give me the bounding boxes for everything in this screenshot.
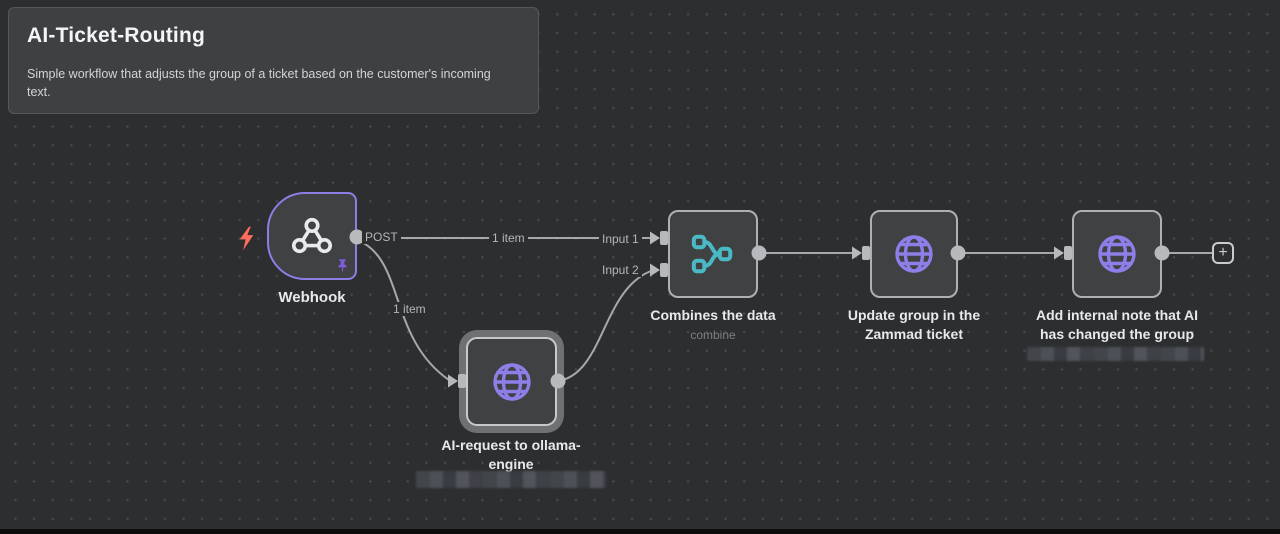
sticky-note-title: AI-Ticket-Routing	[27, 24, 206, 47]
webhook-output-method-label: POST	[362, 230, 401, 244]
node-sublabel-combine: combine	[690, 328, 736, 342]
redacted-subtitle-internal-note	[1027, 347, 1204, 361]
item-count-label-bottom: 1 item	[390, 302, 429, 316]
pin-icon	[338, 259, 347, 273]
globe-icon	[895, 235, 933, 273]
arrow-update-input	[852, 246, 862, 260]
node-zammad-update[interactable]	[870, 210, 958, 298]
globe-icon	[492, 362, 531, 401]
merge-input1-label: Input 1	[599, 232, 642, 246]
sticky-note-description: Simple workflow that adjusts the group o…	[27, 67, 491, 99]
sticky-note[interactable]: AI-Ticket-Routing Simple workflow that a…	[8, 7, 539, 114]
item-count-label-top: 1 item	[489, 231, 528, 245]
arrow-merge-input1	[650, 231, 660, 245]
wire-ai-request-to-merge-input2[interactable]	[557, 270, 652, 382]
input-port-merge-1[interactable]	[660, 231, 668, 245]
node-webhook[interactable]	[267, 192, 357, 280]
input-port-note[interactable]	[1064, 246, 1072, 260]
input-port-merge-2[interactable]	[660, 263, 668, 277]
merge-icon	[691, 234, 733, 274]
node-internal-note[interactable]	[1072, 210, 1162, 298]
webhook-icon	[291, 217, 333, 254]
merge-input2-label: Input 2	[599, 263, 642, 277]
node-label-combine: Combines the data	[650, 307, 776, 323]
arrow-ai-input	[448, 374, 458, 388]
node-label-ai-request: AI-request to ollama-engine	[441, 437, 581, 472]
node-combine[interactable]	[668, 210, 758, 298]
bottom-edge-strip	[0, 529, 1280, 534]
redacted-subtitle-ai-request	[416, 471, 606, 488]
arrow-merge-input2	[650, 263, 660, 277]
add-node-button[interactable]: +	[1212, 242, 1234, 264]
input-port-ai[interactable]	[458, 374, 466, 388]
lightning-bolt-icon[interactable]	[238, 225, 255, 252]
node-label-webhook: Webhook	[278, 289, 346, 306]
input-port-update[interactable]	[862, 246, 870, 260]
globe-icon	[1098, 235, 1136, 273]
arrow-note-input	[1054, 246, 1064, 260]
node-label-zammad-update: Update group in the Zammad ticket	[847, 307, 981, 342]
node-ai-request[interactable]	[466, 337, 557, 426]
node-label-internal-note: Add internal note that AI has changed th…	[1035, 307, 1199, 342]
